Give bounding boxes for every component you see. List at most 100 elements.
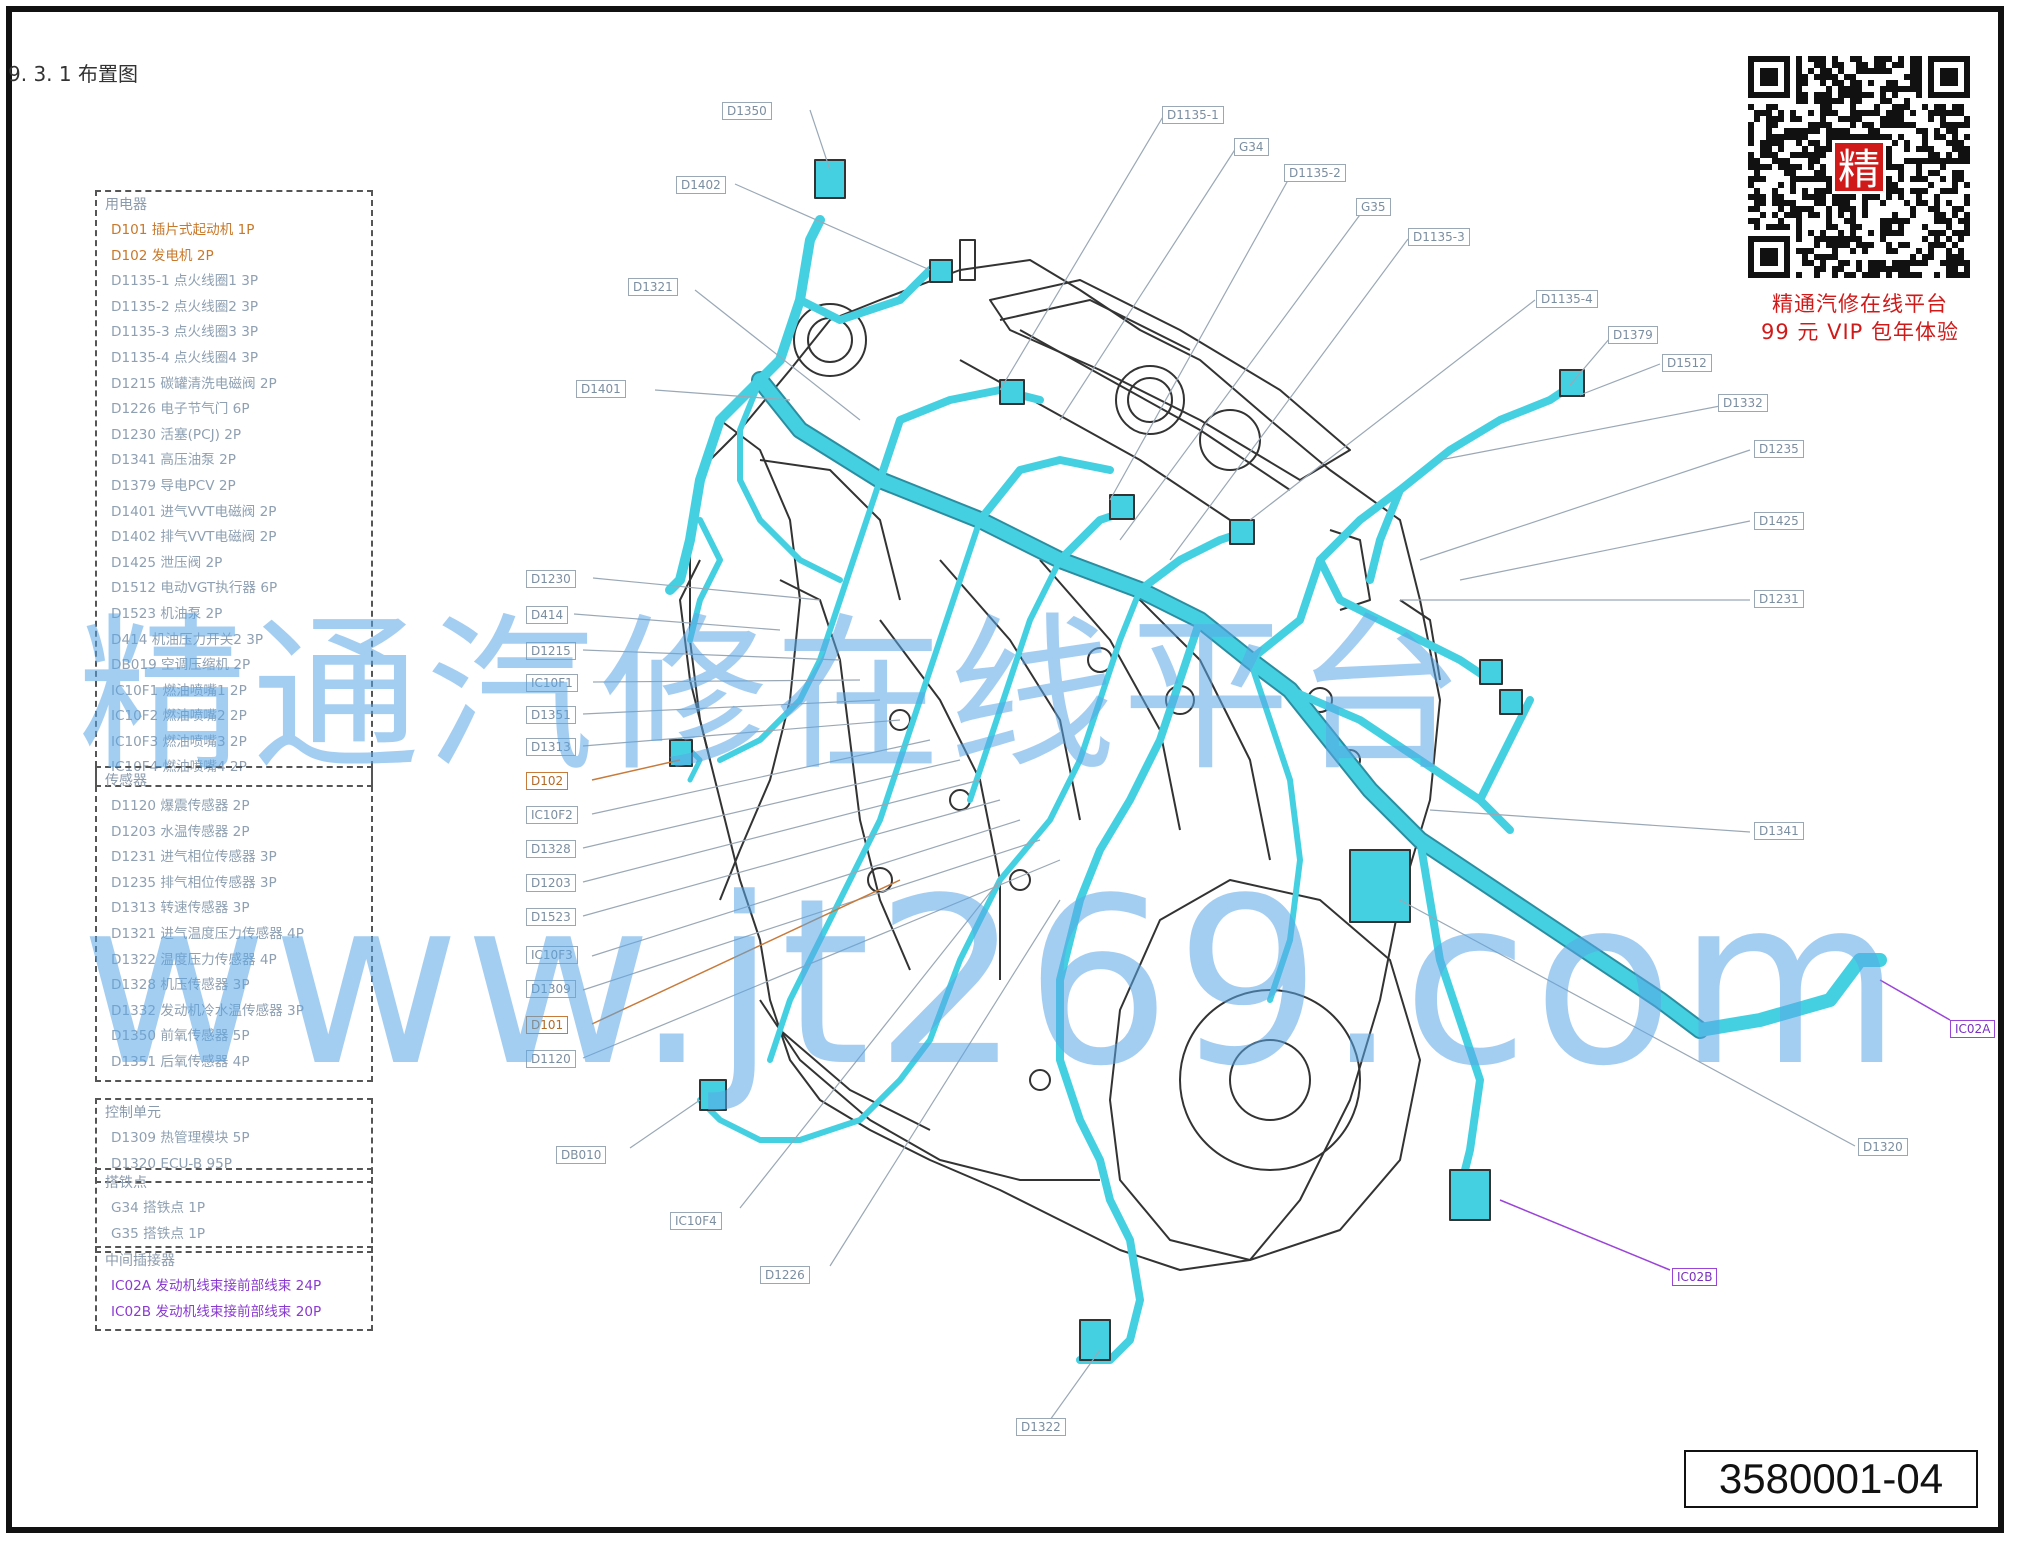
legend-item: D1313 转速传感器 3P (111, 900, 250, 917)
legend-item: D1226 电子节气门 6P (111, 401, 250, 418)
legend-item: D1135-4 点火线圈4 3P (111, 349, 259, 366)
legend-item: D1379 导电PCV 2P (111, 477, 236, 494)
legend-group: 用电器 D101 插片式起动机 1P D102 发电机 2P D1135-1 点火线圈… (95, 190, 373, 788)
callout-label: D1332 (1718, 394, 1768, 412)
legend-item: D1332 发动机冷水温传感器 3P (111, 1002, 304, 1019)
callout-label: D101 (526, 1016, 569, 1034)
leader-lines (573, 109, 1856, 1421)
callout-label: D1321 (628, 278, 678, 296)
callout-label: D1215 (526, 642, 576, 660)
callout-label: G34 (1234, 138, 1269, 156)
legend-item: D1341 高压油泵 2P (111, 452, 236, 469)
callout-label: IC10F3 (526, 946, 578, 964)
legend-item: D1231 进气相位传感器 3P (111, 849, 277, 866)
legend-group: 传感器 D1120 爆震传感器 2P D1203 水温传感器 2P D1231 进气相… (95, 766, 373, 1082)
legend-item: IC10F1 燃油喷嘴1 2P (111, 682, 247, 699)
callout-label: IC10F2 (526, 806, 578, 824)
legend-item: D1135-2 点火线圈2 3P (111, 298, 259, 315)
callout-label: D1322 (1016, 1418, 1066, 1436)
callout-label: IC10F1 (526, 674, 578, 692)
callout-label: D1341 (1754, 822, 1804, 840)
callout-label: D1320 (1858, 1138, 1908, 1156)
callout-label: IC10F4 (670, 1212, 722, 1230)
callout-label: D102 (526, 772, 569, 790)
callout-label: G35 (1356, 198, 1391, 216)
callout-label: D1313 (526, 738, 576, 756)
legend-item: D1425 泄压阀 2P (111, 554, 223, 571)
legend-item: IC10F2 燃油喷嘴2 2P (111, 708, 247, 725)
legend-item: D1135-1 点火线圈1 3P (111, 273, 259, 290)
legend-item: D101 插片式起动机 1P (111, 222, 255, 238)
legend-item: D414 机油压力开关2 3P (111, 631, 264, 648)
callout-label: D1120 (526, 1050, 576, 1068)
callout-label: D1350 (722, 102, 772, 120)
callout-label: D1135-3 (1408, 228, 1470, 246)
legend-item: D1203 水温传感器 2P (111, 823, 250, 840)
legend-item: G34 搭铁点 1P (111, 1200, 206, 1216)
callout-label: D1203 (526, 874, 576, 892)
legend-group: 中间插接器 IC02A 发动机线束接前部线束 24P IC02B 发动机线束接前部线… (95, 1246, 373, 1332)
legend-item: IC02A 发动机线束接前部线束 24P (111, 1278, 322, 1294)
legend-item: IC10F3 燃油喷嘴3 2P (111, 733, 247, 750)
callout-label: D1328 (526, 840, 576, 858)
callout-label: D1309 (526, 980, 576, 998)
legend-group: 搭铁点 G34 搭铁点 1P G35 搭铁点 1P (95, 1168, 373, 1254)
callout-label: D1226 (760, 1266, 810, 1284)
callout-label: IC02A (1950, 1020, 1996, 1038)
legend-group: 控制单元 D1309 热管理模块 5P D1320 ECU-B 95P (95, 1098, 373, 1184)
qr-badge-text: 精 (1838, 145, 1880, 194)
legend-category: 控制单元 (105, 1105, 161, 1121)
wiring-harness (665, 159, 1887, 1364)
engine-drawing (679, 239, 1441, 1271)
callout-label: D1425 (1754, 512, 1804, 530)
legend-item: D1235 排气相位传感器 3P (111, 874, 277, 891)
document-number: 3580001-04 (1684, 1450, 1978, 1508)
callout-label: D1230 (526, 570, 576, 588)
callout-label: IC02B (1672, 1268, 1718, 1286)
callout-label: D1135-2 (1284, 164, 1346, 182)
callout-label: D1235 (1754, 440, 1804, 458)
legend-category: 用电器 (105, 197, 147, 213)
legend-category: 传感器 (105, 773, 147, 789)
legend-item: D1322 温度压力传感器 4P (111, 951, 277, 968)
legend-item: D1215 碳罐清洗电磁阀 2P (111, 375, 277, 392)
callout-label: D1512 (1662, 354, 1712, 372)
page-heading: 9. 3. 1 布置图 (8, 62, 138, 86)
legend-item: D1328 机压传感器 3P (111, 977, 250, 994)
legend-item: D1350 前氧传感器 5P (111, 1028, 250, 1045)
legend-item: D1309 热管理模块 5P (111, 1130, 250, 1146)
callout-label: D1135-1 (1162, 106, 1224, 124)
callout-label: D1379 (1608, 326, 1658, 344)
legend-item: D1230 活塞(PCJ) 2P (111, 426, 242, 443)
legend-item: D1512 电动VGT执行器 6P (111, 580, 278, 597)
callout-label: DB010 (556, 1146, 607, 1164)
callout-label: D1523 (526, 908, 576, 926)
legend-item: D1320 ECU-B 95P (111, 1155, 232, 1172)
legend-item: G35 搭铁点 1P (111, 1225, 206, 1242)
legend-item: IC02B 发动机线束接前部线束 20P (111, 1303, 322, 1320)
legend-item: D1321 进气温度压力传感器 4P (111, 925, 304, 942)
legend-item: D1120 爆震传感器 2P (111, 798, 250, 814)
page-frame (6, 6, 2004, 1533)
legend-item: D1402 排气VVT电磁阀 2P (111, 529, 277, 546)
brand-block: 精通汽修在线平台 99 元 VIP 包年体验 (1744, 290, 1976, 346)
brand-line-2: 99 元 VIP 包年体验 (1761, 320, 1959, 344)
legend-item: D1351 后氧传感器 4P (111, 1053, 250, 1070)
qr-badge (1835, 143, 1883, 191)
callout-label: D1402 (676, 176, 726, 194)
qr-code[interactable]: 精 (1748, 56, 1970, 278)
brand-line-1: 精通汽修在线平台 (1772, 292, 1948, 316)
legend-item: D1523 机油泵 2P (111, 605, 223, 622)
legend-category: 中间插接器 (105, 1253, 175, 1269)
legend-item: DB019 空调压缩机 2P (111, 657, 251, 674)
legend-category: 搭铁点 (105, 1175, 147, 1191)
callout-label: D1351 (526, 706, 576, 724)
callout-label: D414 (526, 606, 569, 624)
callout-label: D1231 (1754, 590, 1804, 608)
callout-label: D1135-4 (1536, 290, 1598, 308)
legend-item: D1135-3 点火线圈3 3P (111, 324, 259, 341)
callout-label: D1401 (576, 380, 626, 398)
legend-item: D102 发电机 2P (111, 247, 214, 264)
legend-item: D1401 进气VVT电磁阀 2P (111, 503, 277, 520)
